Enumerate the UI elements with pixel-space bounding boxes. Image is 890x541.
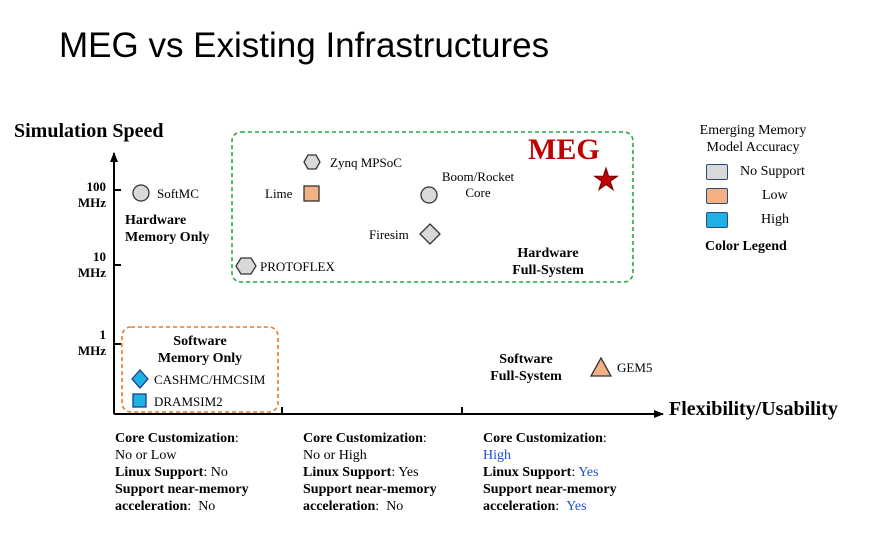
cashmc-label: CASHMC/HMCSIM: [154, 372, 266, 387]
zynq-marker: [303, 154, 321, 170]
protoflex-label: PROTOFLEX: [260, 259, 335, 274]
column-memory-only: Core Customization: No or Low Linux Supp…: [115, 431, 249, 514]
software-memory-only-label: Software Memory Only: [157, 334, 243, 366]
hardware-full-system-box: [231, 131, 634, 283]
lime-label: Lime: [265, 186, 293, 201]
boom-rocket-marker: [420, 186, 438, 204]
software-memory-only-box: [121, 326, 279, 413]
hardware-memory-only-label: Hardware Memory Only: [125, 213, 210, 245]
legend-swatch-high: [706, 212, 728, 228]
legend-item-high: High: [706, 212, 789, 228]
boom-rocket-label: Boom/Rocket Core: [441, 169, 515, 200]
legend-item-low: Low: [706, 188, 788, 204]
legend-item-no-support: No Support: [706, 164, 805, 180]
gem5-label: GEM5: [617, 360, 653, 375]
legend-caption: Color Legend: [705, 239, 787, 254]
dramsim2-marker: [132, 393, 147, 408]
softmc-marker: [132, 184, 150, 202]
gem5-marker: [589, 356, 613, 377]
hardware-full-system-label: Hardware Full-System: [512, 246, 584, 278]
legend-swatch-low: [706, 188, 728, 204]
software-full-system-label: Software Full-System: [490, 352, 562, 384]
softmc-label: SoftMC: [157, 186, 199, 201]
legend-heading: Emerging Memory Model Accuracy: [699, 123, 807, 155]
page-title: MEG vs Existing Infrastructures: [59, 26, 550, 65]
column-hardware-full-system: Core Customization: No or High Linux Sup…: [303, 431, 437, 514]
legend-swatch-no-support: [706, 164, 728, 180]
firesim-label: Firesim: [369, 227, 409, 242]
y-tick-label-1mhz: 1 MHz: [77, 327, 106, 358]
lime-marker: [303, 185, 320, 202]
x-axis-label: Flexibility/Usability: [669, 398, 838, 420]
dramsim2-label: DRAMSIM2: [154, 394, 223, 409]
firesim-marker: [419, 223, 441, 245]
meg-star-marker: [593, 166, 619, 192]
zynq-label: Zynq MPSoC: [330, 155, 402, 170]
y-tick-label-10mhz: 10 MHz: [77, 249, 106, 280]
meg-label: MEG: [528, 133, 600, 166]
protoflex-marker: [235, 257, 257, 275]
y-axis-label: Simulation Speed: [14, 120, 164, 142]
y-tick-label-100mhz: 100 MHz: [77, 179, 106, 210]
column-meg: Core Customization: High Linux Support: …: [483, 431, 617, 514]
cashmc-marker: [131, 369, 149, 389]
